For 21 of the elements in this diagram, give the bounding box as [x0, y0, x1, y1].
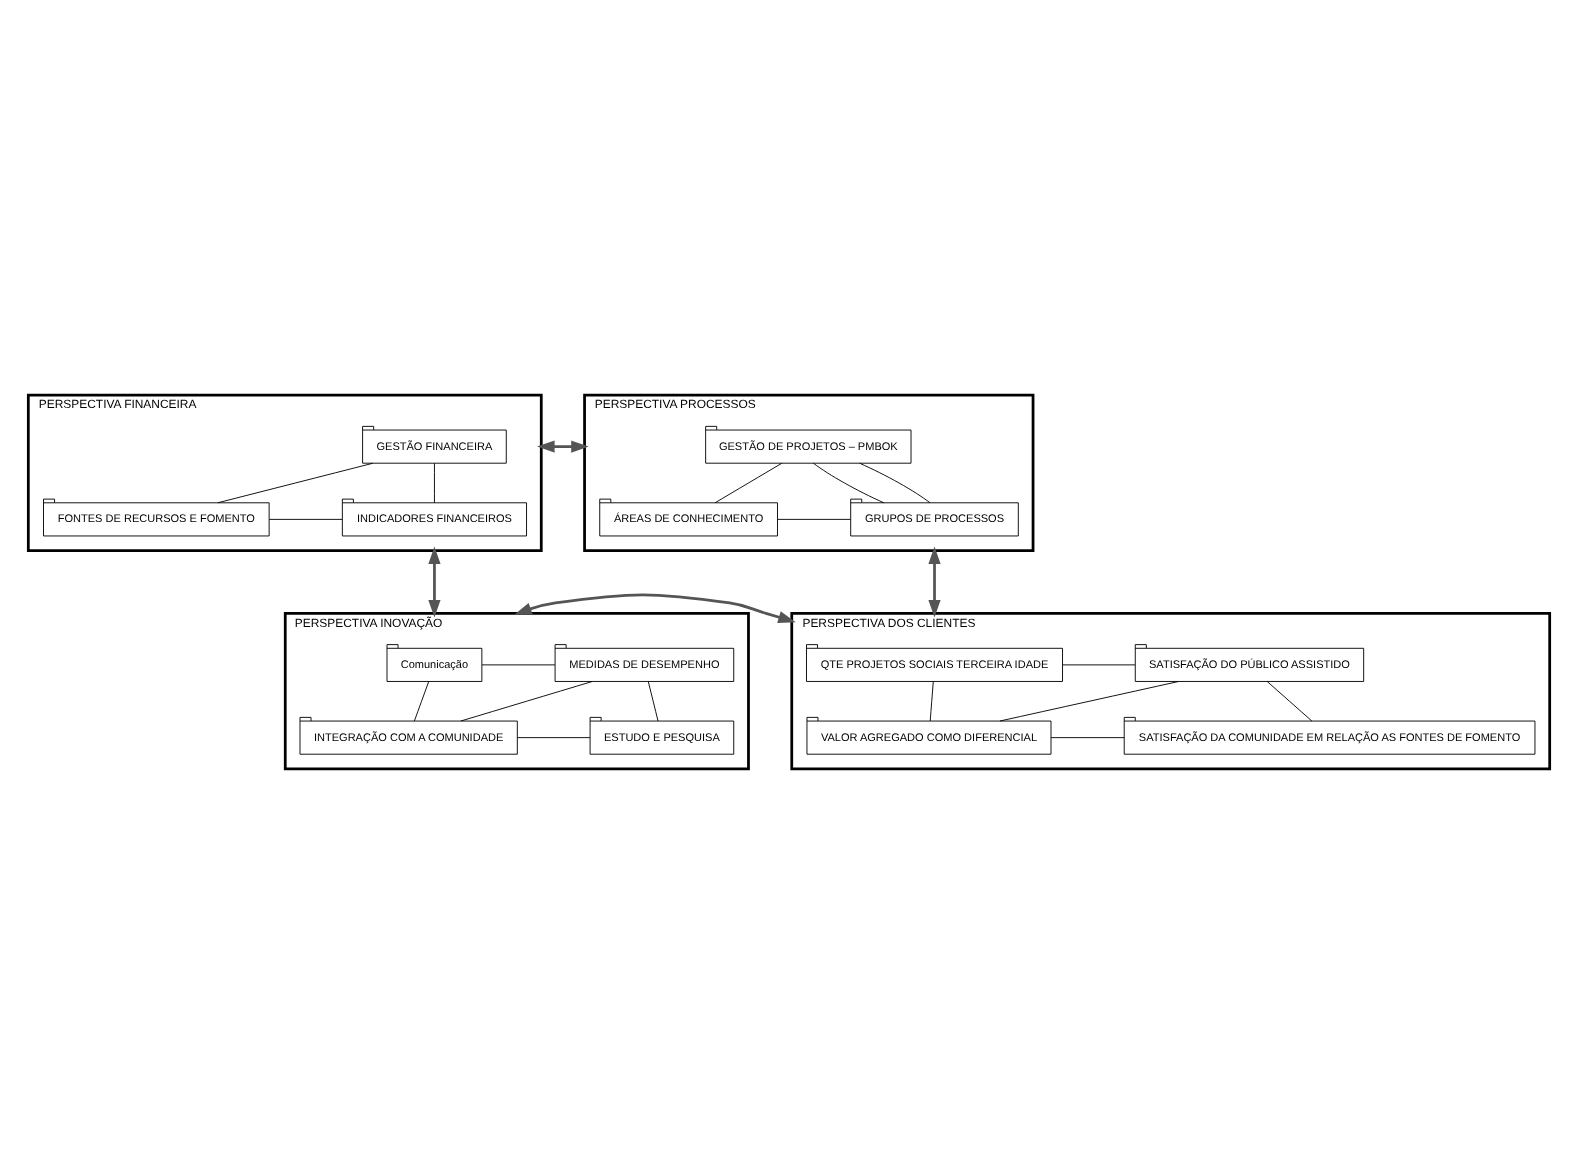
connector — [1050, 737, 1125, 739]
connector — [1062, 664, 1136, 666]
connector — [859, 462, 931, 504]
connector — [813, 462, 885, 504]
connector — [714, 462, 783, 504]
connector — [929, 681, 934, 722]
connector — [217, 462, 374, 504]
connector — [413, 681, 430, 722]
connector — [460, 681, 593, 722]
connector — [517, 737, 591, 739]
connector — [777, 518, 852, 520]
connector — [268, 518, 343, 520]
connector — [647, 681, 659, 722]
arrow — [537, 440, 589, 453]
arrow — [428, 546, 441, 618]
connector — [434, 462, 435, 504]
connector — [481, 664, 556, 666]
arrow — [928, 546, 941, 618]
arrow — [514, 593, 796, 624]
connector — [999, 681, 1179, 722]
connector — [1266, 681, 1313, 722]
